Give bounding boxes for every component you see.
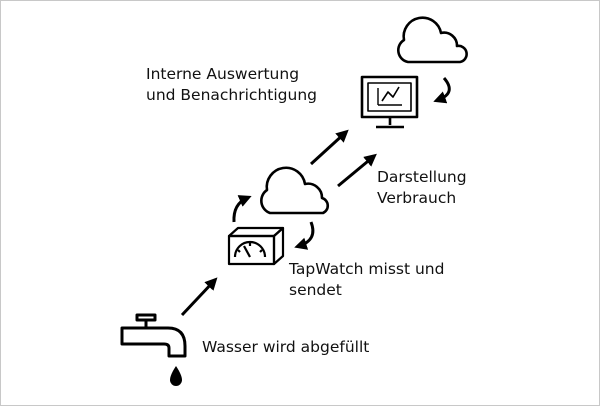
arrow-cloud-to-meter [294,221,315,250]
arrow-meter-to-cloud [232,195,252,223]
label-line: sendet [289,281,342,299]
label-tapwatch: TapWatch misst und sendet [289,259,444,301]
meter-box-icon [227,226,285,266]
arrow-faucet-to-meter [180,277,218,317]
monitor-chart-icon [360,75,419,129]
label-line: TapWatch misst und [289,260,445,278]
arrow-cloud-to-monitor-upper [309,129,349,166]
label-line: Wasser wird abgefüllt [202,338,370,356]
label-line: Interne Auswertung [146,65,300,83]
arrow-cloud-to-monitor [433,77,451,104]
water-drop-icon [170,366,182,386]
arrow-cloud-to-monitor-lower [337,153,377,188]
cloud-icon [260,166,330,215]
label-line: Darstellung [377,168,467,186]
cloud-icon [397,16,468,64]
label-line: Verbrauch [377,189,457,207]
label-display-consumption: Darstellung Verbrauch [377,167,467,209]
label-line: und Benachrichtigung [146,86,317,104]
label-water-filled: Wasser wird abgefüllt [202,337,369,358]
label-internal-evaluation: Interne Auswertung und Benachrichtigung [146,64,317,106]
faucet-icon [120,313,187,358]
